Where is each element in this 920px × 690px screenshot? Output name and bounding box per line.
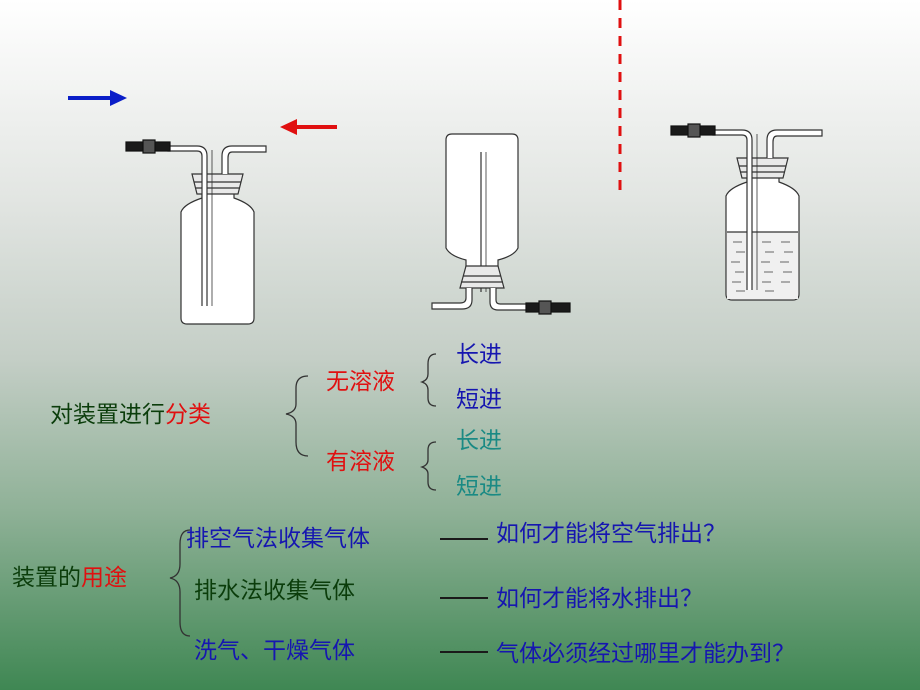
brace-with-solution xyxy=(419,441,437,491)
long-in-label-1: 长进 xyxy=(456,342,502,368)
usage-question-1: 如何才能将空气排出？ xyxy=(496,521,726,547)
usage-question-2: 如何才能将水排出？ xyxy=(496,586,703,612)
classification-label-main: 对装置进行 xyxy=(50,402,165,428)
usage-label: 装置的用途 xyxy=(12,565,127,591)
long-in-label-2: 长进 xyxy=(456,428,502,454)
short-in-label-2: 短进 xyxy=(456,474,502,500)
classification-label-highlight: 分类 xyxy=(165,402,211,428)
brace-no-solution xyxy=(419,353,437,407)
gas-bottle-with-solution xyxy=(670,123,823,301)
usage-question-3: 气体必须经过哪里才能办到？ xyxy=(496,641,795,667)
brace-classification xyxy=(285,375,309,457)
brace-usage xyxy=(169,529,191,637)
red-arrow-left-icon xyxy=(280,119,337,135)
short-in-label-1: 短进 xyxy=(456,387,502,413)
blue-arrow-right-icon xyxy=(68,90,127,106)
usage-label-main: 装置的 xyxy=(12,565,81,591)
dash-3: —— xyxy=(0,0,2,26)
usage-label-highlight: 用途 xyxy=(81,565,127,591)
usage-method-3: 洗气、干燥气体 xyxy=(194,638,355,664)
gas-bottle-empty-upright xyxy=(125,139,267,325)
usage-method-2: 排水法收集气体 xyxy=(194,578,355,604)
with-solution-label: 有溶液 xyxy=(326,449,395,475)
classification-label: 对装置进行分类 xyxy=(50,402,211,428)
usage-method-1: 排空气法收集气体 xyxy=(186,526,370,552)
no-solution-label: 无溶液 xyxy=(326,369,395,395)
gas-bottle-inverted xyxy=(431,133,571,315)
